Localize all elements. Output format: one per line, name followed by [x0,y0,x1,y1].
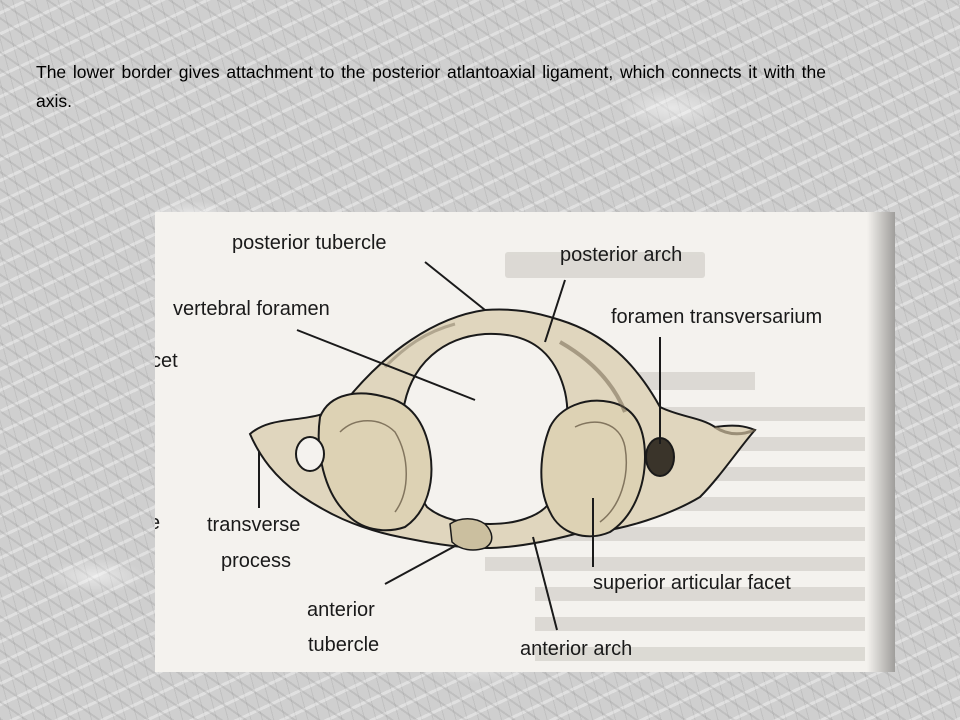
leader-lines [258,261,661,631]
atlas-vertebra-figure: posterior tubercle posterior arch verteb… [155,212,895,672]
label-transverse-process-line1: transverse [207,514,301,536]
label-transverse-process-line2: process [221,550,292,572]
label-e-fragment: e [155,512,160,535]
label-posterior-arch: posterior arch [560,244,683,266]
slide-caption: The lower border gives attachment to the… [36,62,826,111]
label-superior-articular-facet: superior articular facet [593,572,791,594]
atlas-bone [248,308,757,551]
label-facet-fragment: cet [155,350,178,372]
label-anterior-tubercle-line1: anterior [307,599,375,621]
label-posterior-tubercle: posterior tubercle [232,232,387,254]
label-anterior-tubercle-line2: tubercle [308,634,380,656]
label-vertebral-foramen: vertebral foramen [173,298,330,320]
background-page-text [248,252,865,661]
label-foramen-transversarium: foramen transversarium [611,306,823,328]
label-anterior-arch: anterior arch [520,638,633,660]
